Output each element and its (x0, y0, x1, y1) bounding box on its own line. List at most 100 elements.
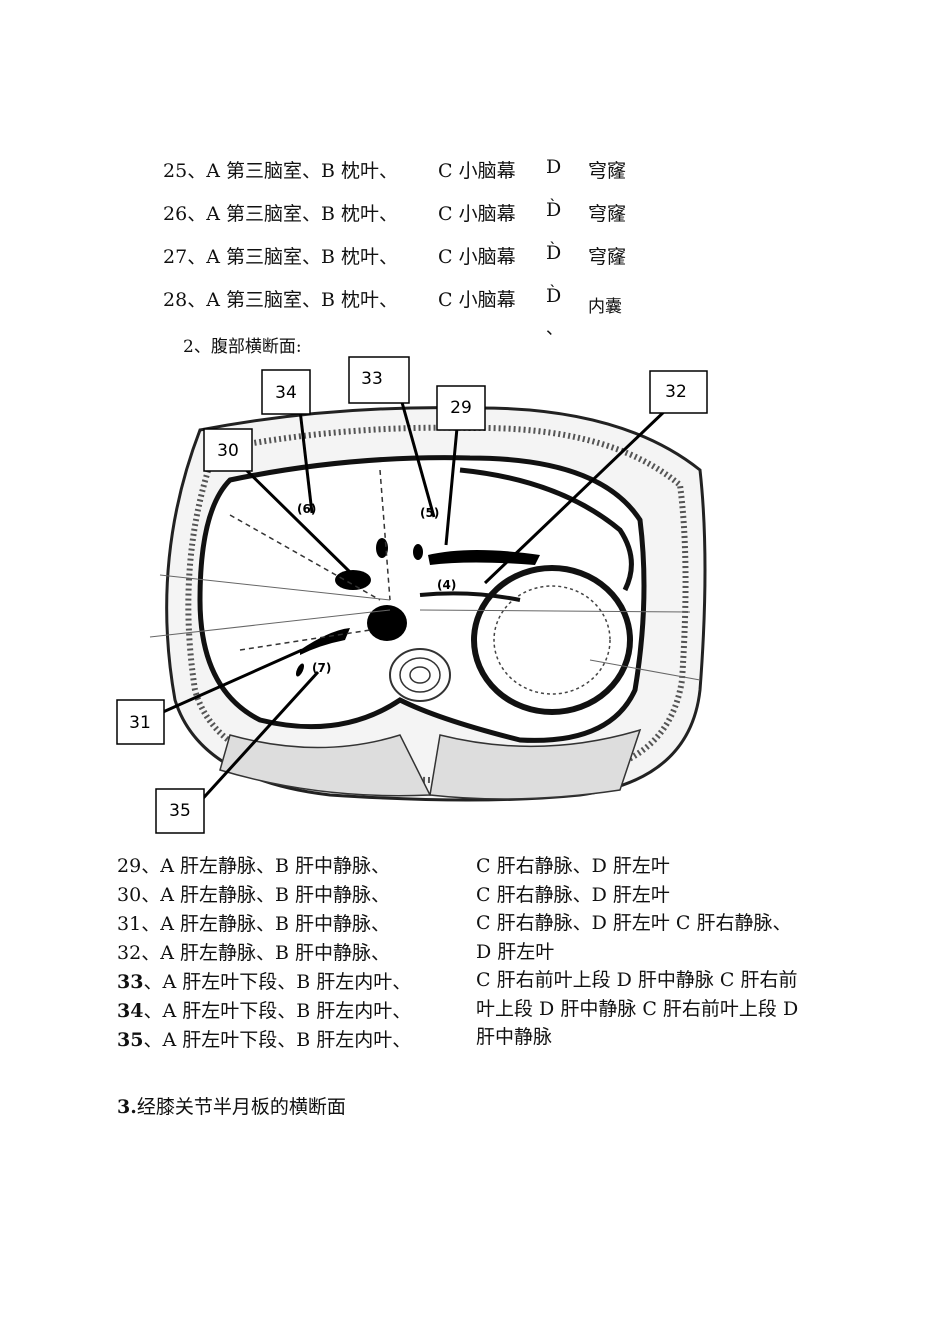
question-number: 35 (117, 1029, 144, 1051)
guide-line-1 (159, 574, 391, 601)
questions-right-column: C 肝右静脉、D 肝左叶 C 肝右静脉、D 肝左叶 C 肝右静脉、D 肝左叶 C… (476, 852, 806, 1052)
option-e: 穹窿 (588, 246, 627, 268)
vessel-small-2 (413, 544, 423, 560)
question-33: 33、A 肝左叶下段、B 肝左内叶、 (117, 968, 411, 997)
section-3-text: 经膝关节半月板的横断面 (136, 1096, 346, 1118)
liver-edge (419, 591, 521, 602)
answer-options-31-32: C 肝右静脉、D 肝左叶 C 肝右静脉、D 肝左叶 (476, 912, 792, 963)
callout-box-34 (261, 369, 311, 415)
question-text: 、A 第三脑室、B 枕叶、 (187, 246, 398, 268)
section-2-title: 2、腹部横断面: (183, 337, 302, 357)
option-e: 穹窿 (588, 160, 627, 182)
answer-options-33-35: C 肝右前叶上段 D 肝中静脉 C 肝右前叶上段 D 肝中静脉 C 肝右前叶上段… (476, 969, 799, 1048)
segment-line-3 (239, 629, 371, 651)
leader-34 (298, 409, 314, 514)
question-text: 、A 肝左叶下段、B 肝左内叶、 (143, 1000, 412, 1022)
callout-box-29 (436, 385, 486, 431)
callout-label-30: 30 (217, 441, 239, 461)
question-number: 34 (117, 1000, 144, 1022)
callout-label-31: 31 (129, 713, 151, 733)
section-3-number: 3. (117, 1096, 137, 1118)
option-c: C 小脑幕 (438, 203, 516, 225)
question-25: 25、A 第三脑室、B 枕叶、 (163, 160, 398, 182)
question-32: 32、A 肝左静脉、B 肝中静脉、 (117, 939, 411, 968)
question-number: 25 (163, 160, 188, 182)
question-26: 26、A 第三脑室、B 枕叶、 (163, 203, 398, 225)
abdomen-cross-section-figure: (6) (5) (4) (7) 34 33 29 32 30 31 35 (116, 356, 708, 834)
inner-label-6: (6) (297, 502, 316, 516)
callout-box-33 (348, 356, 410, 404)
question-text: 、A 肝左静脉、B 肝中静脉、 (141, 942, 390, 964)
question-34: 34、A 肝左叶下段、B 肝左内叶、 (117, 997, 411, 1026)
section-3-title: 3.经膝关节半月板的横断面 (117, 1092, 346, 1119)
vertebra (389, 648, 451, 702)
question-text: 、A 肝左静脉、B 肝中静脉、 (141, 884, 390, 906)
callout-box-30 (203, 428, 253, 472)
answer-options-29: C 肝右静脉、D 肝左叶 (476, 855, 670, 877)
leader-31 (162, 648, 303, 714)
callout-label-35: 35 (169, 801, 191, 821)
callout-label-29: 29 (450, 398, 472, 418)
option-d: D (546, 156, 562, 178)
option-e: 穹窿 (588, 203, 627, 225)
question-number: 33 (117, 971, 144, 993)
question-number: 29 (117, 855, 142, 877)
question-30: 30、A 肝左静脉、B 肝中静脉、 (117, 881, 411, 910)
option-d: D̀ (546, 199, 562, 221)
question-number: 28 (163, 289, 188, 311)
question-text: 、A 第三脑室、B 枕叶、 (187, 289, 398, 311)
question-text: 、A 第三脑室、B 枕叶、 (187, 160, 398, 182)
question-27: 27、A 第三脑室、B 枕叶、 (163, 246, 398, 268)
stomach-wall (493, 585, 611, 695)
question-35: 35、A 肝左叶下段、B 肝左内叶、 (117, 1026, 411, 1055)
question-text: 、A 肝左静脉、B 肝中静脉、 (141, 855, 390, 877)
question-number: 32 (117, 942, 142, 964)
question-number: 30 (117, 884, 142, 906)
leader-32 (483, 406, 670, 585)
question-number: 27 (163, 246, 188, 268)
question-text: 、A 肝左叶下段、B 肝左内叶、 (143, 971, 412, 993)
ivc-vessel (367, 605, 407, 641)
diaphragm-line (459, 467, 634, 592)
vertebra-core (409, 666, 431, 684)
stray-mark: 、 (546, 319, 563, 339)
option-d: D̀ (546, 242, 562, 264)
inner-label-4: (4) (437, 578, 456, 592)
inner-label-5: (5) (420, 506, 439, 520)
leader-33 (396, 387, 436, 518)
callout-label-34: 34 (275, 383, 297, 403)
guide-line-4 (589, 659, 701, 681)
hepatic-vein-left (335, 570, 371, 590)
option-d: D̀ (546, 285, 562, 307)
question-28: 28、A 第三脑室、B 枕叶、 (163, 289, 398, 311)
right-back-muscle (429, 728, 642, 800)
guide-line-2 (149, 609, 391, 638)
stomach (471, 565, 633, 715)
question-31: 31、A 肝左静脉、B 肝中静脉、 (117, 910, 411, 939)
callout-label-32: 32 (665, 382, 687, 402)
option-e: 内囊 (588, 297, 622, 317)
option-c: C 小脑幕 (438, 160, 516, 182)
question-number: 31 (117, 913, 142, 935)
leader-35 (195, 670, 320, 807)
question-number: 26 (163, 203, 188, 225)
question-text: 、A 肝左静脉、B 肝中静脉、 (141, 913, 390, 935)
callout-box-32 (649, 370, 708, 414)
question-text: 、A 第三脑室、B 枕叶、 (187, 203, 398, 225)
question-29: 29、A 肝左静脉、B 肝中静脉、 (117, 852, 411, 881)
answer-options-30: C 肝右静脉、D 肝左叶 (476, 883, 670, 906)
leader-30 (234, 458, 355, 577)
callout-label-33: 33 (361, 369, 383, 389)
inner-label-7: (7) (312, 661, 331, 675)
questions-left-column: 29、A 肝左静脉、B 肝中静脉、 30、A 肝左静脉、B 肝中静脉、 31、A… (117, 852, 411, 1055)
vertebra-ring (399, 657, 441, 693)
callout-box-31 (116, 699, 165, 745)
callout-box-35 (155, 788, 205, 834)
question-text: 、A 肝左叶下段、B 肝左内叶、 (143, 1029, 412, 1051)
segment-line-1 (229, 514, 381, 601)
segment-line-2 (379, 469, 391, 601)
guide-line-3 (419, 609, 691, 613)
option-c: C 小脑幕 (438, 289, 516, 311)
hepatic-vein-elongated (428, 550, 540, 565)
vessel-lower-left (300, 628, 350, 655)
